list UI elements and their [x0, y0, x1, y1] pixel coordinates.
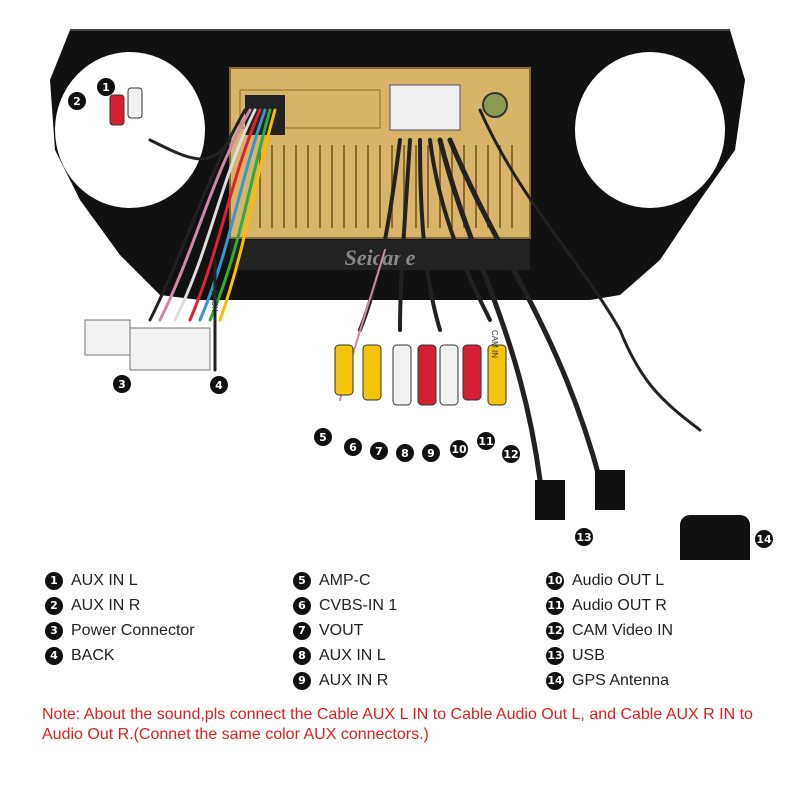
legend-label: CVBS-IN 1: [319, 596, 398, 614]
legend-label: GPS Antenna: [572, 671, 669, 689]
legend-badge: 12: [546, 621, 564, 640]
callout-6: 6: [344, 438, 362, 456]
usb-plugs: [535, 470, 625, 520]
legend-item: 12 CAM Video IN: [546, 618, 673, 643]
legend-badge: 7: [293, 621, 311, 640]
wiring-diagram-art: Seicane: [50, 29, 750, 575]
power-connector: [84, 319, 211, 371]
callout-12: 12: [502, 445, 520, 463]
legend-label: AUX IN L: [71, 571, 138, 589]
legend-label: Audio OUT L: [572, 571, 665, 589]
legend-badge: 4: [45, 646, 63, 665]
legend-badge: 3: [45, 621, 63, 640]
legend-item: 6 CVBS-IN 1: [293, 593, 397, 618]
harness-tag-back: BACK: [210, 290, 219, 312]
sound-note: Note: About the sound,pls connect the Ca…: [42, 706, 753, 743]
legend-item: 5 AMP-C: [293, 568, 397, 593]
legend-badge: 2: [45, 596, 63, 615]
legend-badge: 13: [546, 646, 564, 665]
legend-badge: 5: [293, 571, 311, 590]
harness-tag-cam: CAM IN: [490, 330, 499, 358]
legend-label: CAM Video IN: [572, 621, 674, 639]
legend-item: 13 USB: [546, 643, 673, 668]
callout-2: 2: [68, 92, 86, 110]
legend-label: AMP-C: [319, 571, 371, 589]
legend-col-3: 10 Audio OUT L 11 Audio OUT R 12 CAM Video …: [546, 568, 673, 693]
legend-label: AUX IN L: [319, 646, 386, 664]
legend-label: Power Connector: [71, 621, 195, 639]
legend-item: 8 AUX IN L: [293, 643, 397, 668]
legend-label: AUX IN R: [319, 671, 389, 689]
legend-badge: 14: [546, 671, 564, 690]
legend-label: Audio OUT R: [572, 596, 667, 614]
callout-11: 11: [477, 432, 495, 450]
callout-13: 13: [575, 528, 593, 546]
legend-badge: 11: [546, 596, 564, 615]
legend-label: USB: [572, 646, 605, 664]
legend-col-1: 1 AUX IN L 2 AUX IN R 3 Power Connector 4 BA…: [45, 568, 195, 668]
callout-8: 8: [396, 444, 414, 462]
legend-item: 2 AUX IN R: [45, 593, 195, 618]
legend-item: 4 BACK: [45, 643, 195, 668]
legend-label: VOUT: [319, 621, 364, 639]
callout-10: 10: [450, 440, 468, 458]
legend-item: 1 AUX IN L: [45, 568, 195, 593]
callout-1: 1: [97, 78, 115, 96]
gps-antenna: [680, 515, 750, 575]
legend-item: 11 Audio OUT R: [546, 593, 673, 618]
callout-7: 7: [370, 442, 388, 460]
legend-badge: 8: [293, 646, 311, 665]
legend-badge: 10: [546, 571, 564, 590]
legend-label: BACK: [71, 646, 115, 664]
legend-col-2: 5 AMP-C 6 CVBS-IN 1 7 VOUT 8 AUX IN L 9 AUX I…: [293, 568, 397, 693]
wiring-diagram: Seicane: [50, 29, 773, 575]
callout-5: 5: [314, 428, 332, 446]
legend-badge: 9: [293, 671, 311, 690]
legend-item: 3 Power Connector: [45, 618, 195, 643]
legend-badge: 6: [293, 596, 311, 615]
legend-item: 14 GPS Antenna: [546, 668, 673, 693]
callout-14: 14: [755, 530, 773, 548]
rca-connectors: [109, 87, 507, 406]
callout-9: 9: [422, 444, 440, 462]
legend-label: AUX IN R: [71, 596, 141, 614]
legend-item: 7 VOUT: [293, 618, 397, 643]
legend-badge: 1: [45, 571, 63, 590]
callout-4: 4: [210, 376, 228, 394]
legend-item: 10 Audio OUT L: [546, 568, 673, 593]
callout-3: 3: [113, 375, 131, 393]
legend-item: 9 AUX IN R: [293, 668, 397, 693]
wire-harness: [148, 108, 702, 483]
